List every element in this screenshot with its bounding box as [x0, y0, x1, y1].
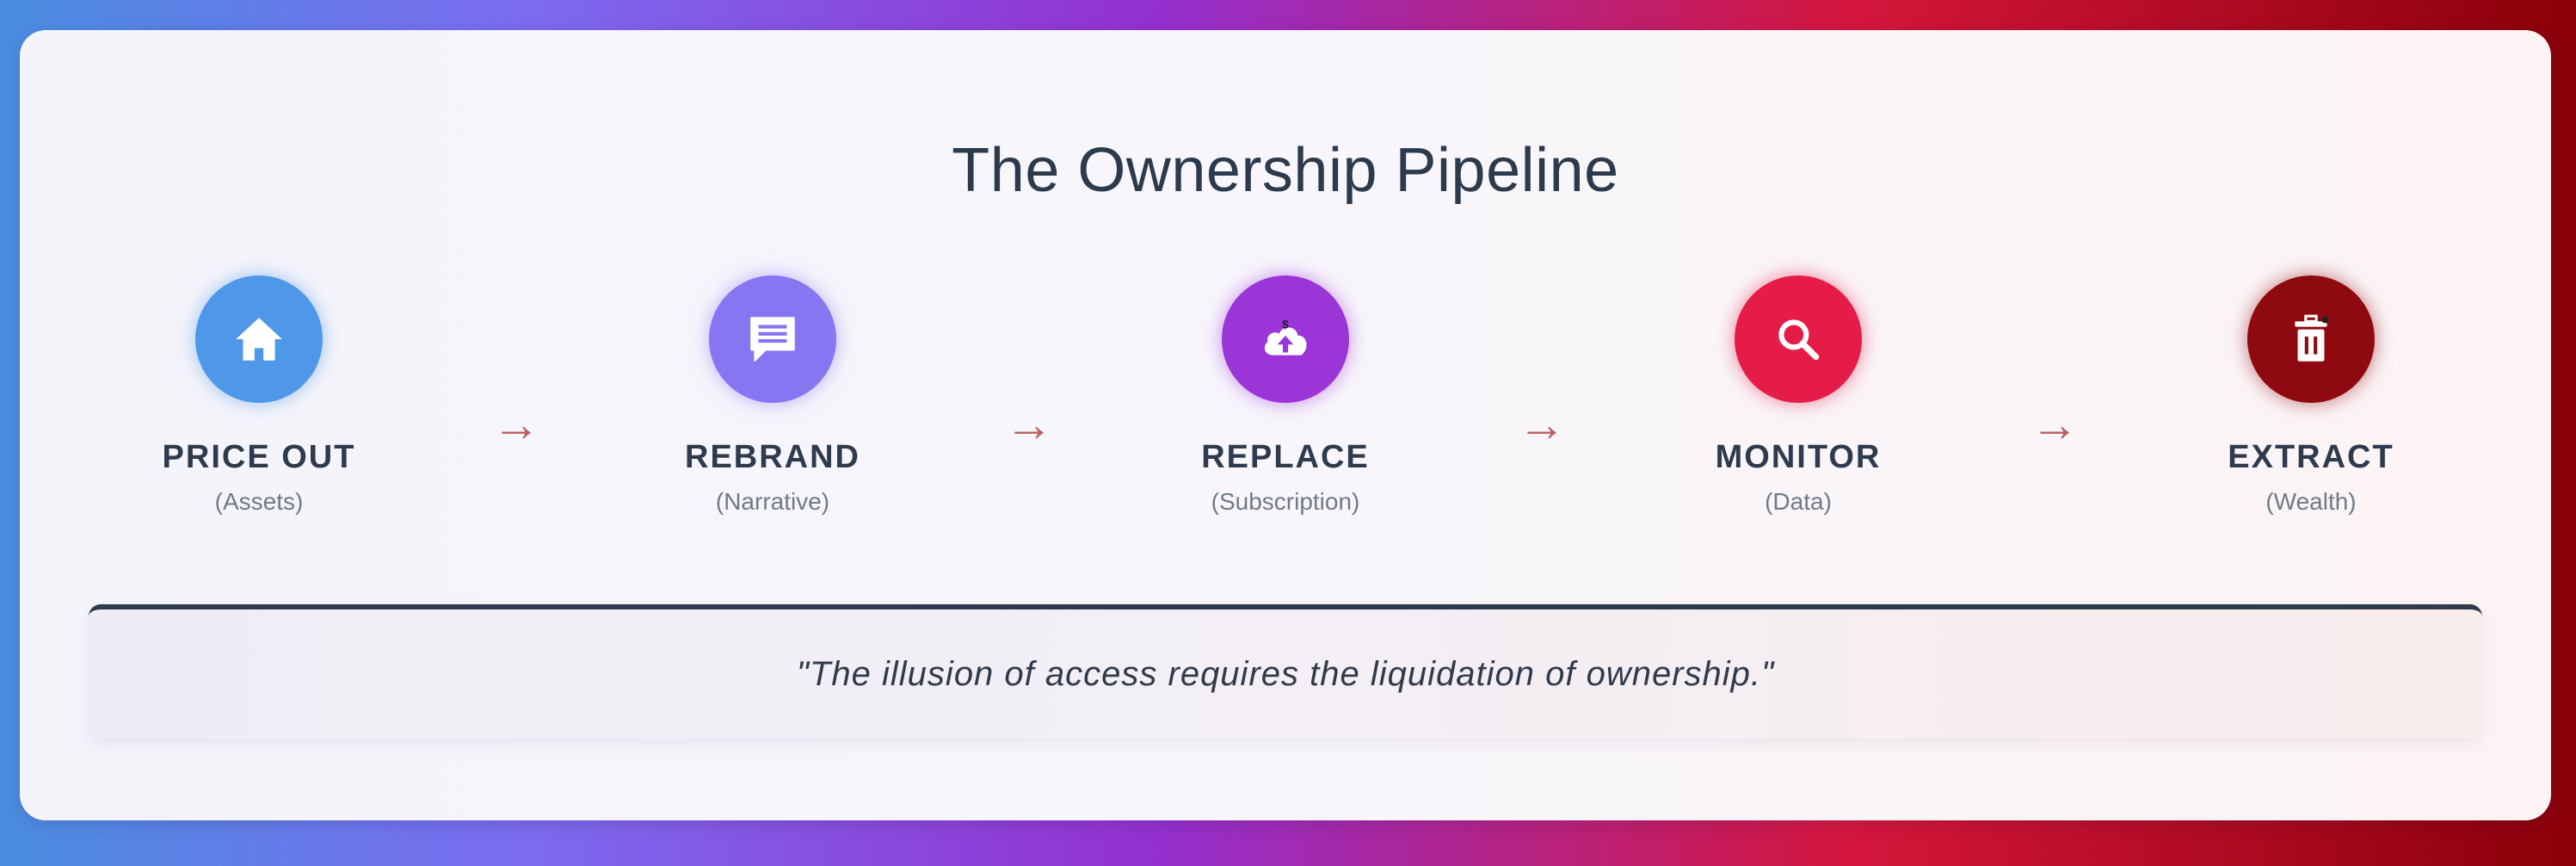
stage-label: REBRAND [685, 439, 860, 475]
stage-label: REPLACE [1201, 439, 1370, 475]
arrow-right-icon: → [492, 397, 540, 451]
stage-icon-circle [2247, 275, 2375, 403]
stage-monitor: MONITOR (Data) [1635, 275, 1962, 516]
trash-icon [2295, 314, 2329, 362]
stage-label: MONITOR [1715, 439, 1882, 475]
stage-label: PRICE OUT [162, 439, 356, 475]
stage-icon-circle [1735, 275, 1862, 403]
stage-sublabel: (Narrative) [715, 488, 830, 515]
quote-box: "The illusion of access requires the liq… [89, 604, 2482, 739]
arrow-right-icon: → [1518, 397, 1566, 451]
svg-text:$: $ [1282, 319, 1289, 331]
page-title: The Ownership Pipeline [952, 136, 1619, 205]
stage-icon-circle [195, 275, 323, 403]
search-icon [1778, 319, 1820, 361]
cloud-upload-icon: $ [1264, 319, 1307, 356]
stage-icon-circle: $ [1222, 275, 1349, 403]
arrow-right-icon: → [2031, 397, 2079, 451]
stage-replace: $ REPLACE (Subscription) [1122, 275, 1449, 516]
stage-price-out: PRICE OUT (Assets) [96, 275, 422, 516]
stage-extract: EXTRACT (Wealth) [2148, 275, 2474, 516]
stage-sublabel: (Data) [1765, 488, 1832, 515]
stage-label: EXTRACT [2228, 439, 2394, 475]
home-icon [236, 318, 282, 361]
stage-sublabel: (Subscription) [1211, 488, 1360, 515]
stage-sublabel: (Wealth) [2265, 488, 2357, 515]
message-icon [750, 317, 795, 362]
stage-icon-circle [709, 275, 836, 403]
pipeline-card: The Ownership Pipeline PRICE OUT (Assets… [20, 30, 2551, 820]
arrow-right-icon: → [1005, 397, 1053, 451]
quote-text: "The illusion of access requires the liq… [796, 654, 1775, 693]
stage-sublabel: (Assets) [214, 488, 304, 515]
stage-rebrand: REBRAND (Narrative) [609, 275, 936, 516]
